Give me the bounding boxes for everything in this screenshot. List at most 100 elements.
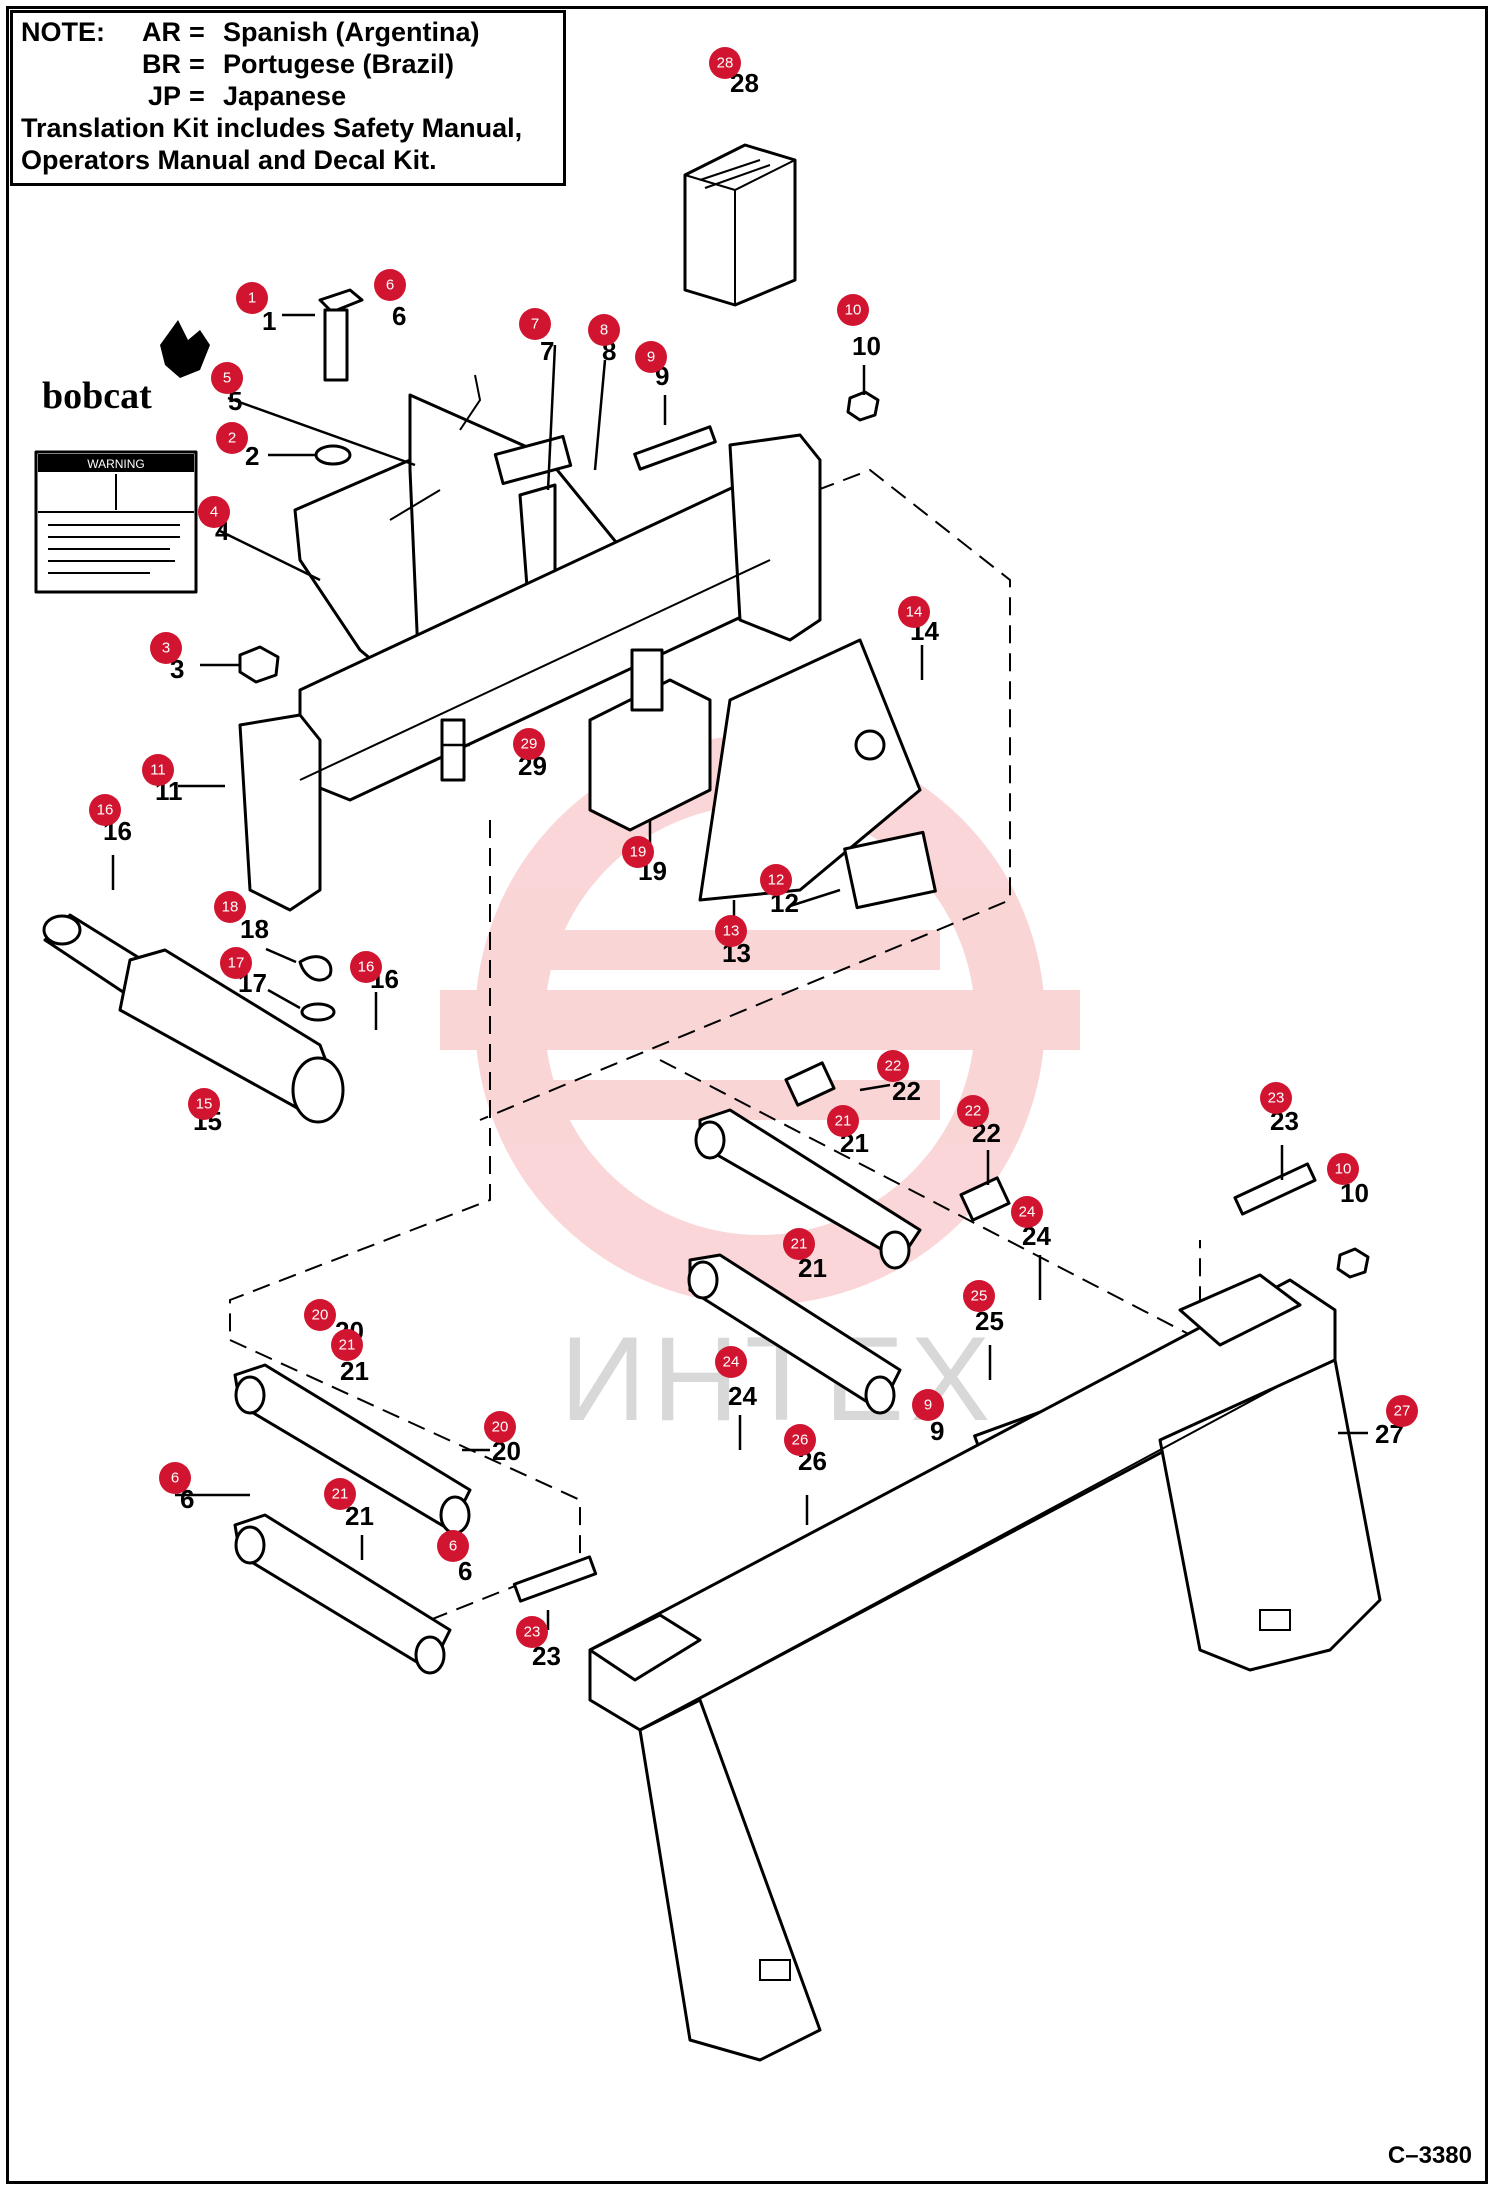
svg-text:8: 8 xyxy=(600,322,608,339)
marker-27: 27 xyxy=(1386,1395,1418,1427)
marker-17: 17 xyxy=(220,947,252,979)
label-18: 18 xyxy=(240,914,269,944)
marker-9b: 9 xyxy=(912,1389,944,1421)
warning-decal: WARNING xyxy=(34,450,198,594)
svg-text:3: 3 xyxy=(162,640,170,657)
svg-text:20: 20 xyxy=(312,1307,329,1324)
marker-24b: 24 xyxy=(715,1346,747,1378)
bobcat-logo: bobcat xyxy=(42,320,210,417)
marker-7: 7 xyxy=(519,308,551,340)
svg-text:9: 9 xyxy=(924,1397,932,1414)
marker-6a: 6 xyxy=(374,269,406,301)
link-arm-middle xyxy=(687,1253,902,1415)
svg-text:15: 15 xyxy=(196,1096,213,1113)
svg-text:9: 9 xyxy=(647,349,655,366)
svg-text:21: 21 xyxy=(791,1236,808,1253)
marker-26: 26 xyxy=(784,1424,816,1456)
marker-6b: 6 xyxy=(159,1462,191,1494)
marker-21c: 21 xyxy=(331,1329,363,1361)
marker-18: 18 xyxy=(214,891,246,923)
marker-23b: 23 xyxy=(516,1616,548,1648)
pin-23-left xyxy=(512,1555,598,1603)
svg-text:24: 24 xyxy=(1019,1204,1036,1221)
svg-text:18: 18 xyxy=(222,899,239,916)
note-line-4: Translation Kit includes Safety Manual, xyxy=(21,113,523,143)
svg-text:bobcat: bobcat xyxy=(42,375,152,417)
nut-3 xyxy=(238,645,280,684)
pin-23-right xyxy=(1233,1162,1317,1216)
svg-text:27: 27 xyxy=(1394,1403,1411,1420)
marker-24a: 24 xyxy=(1011,1196,1043,1228)
callout-markers: 28 1 6 5 2 4 3 7 8 9 10 11 14 29 16 19 1… xyxy=(89,47,1418,1648)
marker-4: 4 xyxy=(198,496,230,528)
svg-text:12: 12 xyxy=(768,872,785,889)
svg-text:22: 22 xyxy=(885,1058,902,1075)
svg-text:10: 10 xyxy=(1335,1161,1352,1178)
label-24b: 24 xyxy=(728,1381,757,1411)
svg-text:21: 21 xyxy=(339,1337,356,1354)
svg-text:2: 2 xyxy=(228,430,236,447)
nut-10-right xyxy=(1336,1247,1370,1279)
marker-20a: 20 xyxy=(304,1299,336,1331)
note-eq-br: = xyxy=(189,49,205,79)
marker-10b: 10 xyxy=(1327,1153,1359,1185)
svg-text:24: 24 xyxy=(723,1354,740,1371)
marker-2: 2 xyxy=(216,422,248,454)
figure-id: C–3380 xyxy=(1387,2142,1472,2169)
marker-3: 3 xyxy=(150,632,182,664)
marker-1: 1 xyxy=(236,282,268,314)
spacer-29 xyxy=(440,718,466,782)
svg-text:20: 20 xyxy=(492,1419,509,1436)
svg-text:7: 7 xyxy=(531,316,539,333)
note-lang-jp: Japanese xyxy=(223,81,347,111)
mounting-plate-13 xyxy=(698,638,937,910)
svg-text:21: 21 xyxy=(332,1486,349,1503)
svg-text:17: 17 xyxy=(228,955,245,972)
label-6b: 6 xyxy=(180,1484,194,1514)
marker-19: 19 xyxy=(622,836,654,868)
marker-5: 5 xyxy=(211,362,243,394)
group-line-left xyxy=(229,820,491,1340)
marker-15: 15 xyxy=(188,1088,220,1120)
translation-kit-box xyxy=(683,143,797,307)
svg-text:6: 6 xyxy=(171,1470,179,1487)
note-box: NOTE: AR = Spanish (Argentina) BR = Port… xyxy=(10,10,566,186)
svg-text:WARNING: WARNING xyxy=(87,457,145,471)
svg-text:5: 5 xyxy=(223,370,231,387)
svg-text:29: 29 xyxy=(521,736,538,753)
svg-text:25: 25 xyxy=(971,1288,988,1305)
svg-text:23: 23 xyxy=(524,1624,541,1641)
marker-20b: 20 xyxy=(484,1411,516,1443)
marker-10a: 10 xyxy=(837,294,869,326)
label-6c: 6 xyxy=(458,1556,472,1586)
upper-frame xyxy=(238,433,822,912)
marker-28: 28 xyxy=(709,47,741,79)
bushing-22a xyxy=(784,1061,836,1107)
pin-9-upper xyxy=(633,425,717,471)
label-6a: 6 xyxy=(392,301,406,331)
note-lang-br: Portugese (Brazil) xyxy=(223,49,455,79)
marker-23a: 23 xyxy=(1260,1082,1292,1114)
label-9b: 9 xyxy=(930,1416,944,1446)
washer-2 xyxy=(314,444,352,466)
svg-text:16: 16 xyxy=(358,959,375,976)
svg-text:1: 1 xyxy=(248,290,256,307)
valve-block xyxy=(588,648,712,832)
washer-17 xyxy=(300,1002,336,1022)
group-line-mid xyxy=(659,1059,1201,1342)
svg-text:11: 11 xyxy=(150,762,166,779)
label-10a: 10 xyxy=(852,331,881,361)
marker-9a: 9 xyxy=(635,341,667,373)
marker-12: 12 xyxy=(760,864,792,896)
svg-text:19: 19 xyxy=(630,844,647,861)
svg-text:10: 10 xyxy=(845,302,862,319)
link-arm-left-lower xyxy=(233,1513,452,1675)
link-arm-left-upper xyxy=(233,1363,472,1535)
note-eq-ar: = xyxy=(189,17,205,47)
marker-8: 8 xyxy=(588,314,620,346)
note-eq-jp: = xyxy=(189,81,205,111)
svg-text:14: 14 xyxy=(906,604,923,621)
marker-14: 14 xyxy=(898,596,930,628)
svg-text:26: 26 xyxy=(792,1432,809,1449)
